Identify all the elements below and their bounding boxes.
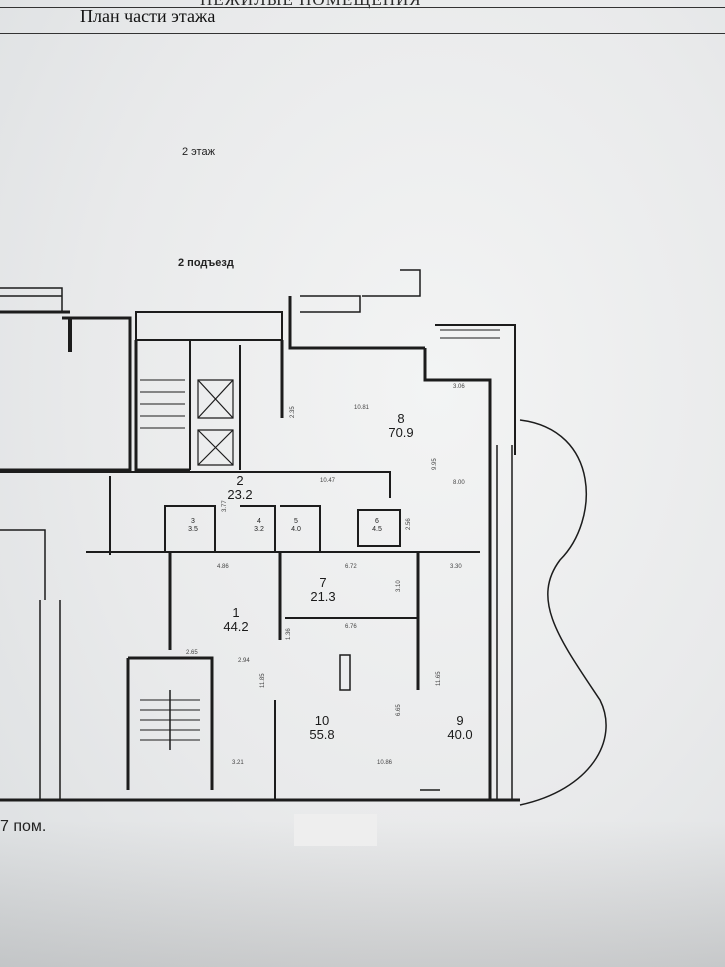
- room-5-number: 5: [294, 518, 298, 525]
- entrance-label: 2 подъезд: [178, 257, 234, 269]
- room-3-number: 3: [191, 518, 195, 525]
- redacted-block: [294, 814, 377, 846]
- room-9-number: 9: [456, 713, 464, 728]
- room-8: 8 70.9: [386, 412, 416, 440]
- dim-label: 6.72: [345, 564, 357, 570]
- room-7: 7 21.3: [305, 576, 341, 604]
- dim-label: 11.65: [436, 671, 442, 686]
- dim-label: 4.86: [217, 564, 229, 570]
- room-2-number: 2: [236, 473, 244, 488]
- dim-label: 8.00: [453, 480, 465, 486]
- room-7-area: 21.3: [310, 589, 336, 604]
- room-1: 1 44.2: [218, 606, 254, 634]
- dim-label: 3.30: [450, 564, 462, 570]
- room-3: 3 3.5: [183, 518, 203, 534]
- floor-label: 2 этаж: [182, 146, 215, 158]
- dim-label: 2.56: [406, 518, 412, 530]
- cut-off-heading: НЕЖИЛЫЕ ПОМЕЩЕНИЯ: [200, 0, 422, 10]
- dim-label: 3.06: [453, 384, 465, 390]
- room-9-area: 40.0: [447, 727, 473, 742]
- dim-label: 3.21: [232, 760, 244, 766]
- dim-label: 2.35: [290, 406, 296, 418]
- dim-label: 10.86: [377, 760, 393, 766]
- room-2-area: 23.2: [227, 487, 253, 502]
- dim-label: 1.36: [286, 628, 292, 640]
- room-6-area: 4.5: [372, 526, 382, 533]
- room-5-area: 4.0: [291, 526, 301, 533]
- title-underline: [0, 33, 725, 34]
- top-rule: [0, 7, 725, 8]
- room-8-area: 70.9: [388, 425, 414, 440]
- room-6-number: 6: [375, 518, 379, 525]
- dim-label: 3.10: [396, 580, 402, 592]
- dim-label: 2.65: [186, 650, 198, 656]
- room-5: 5 4.0: [286, 518, 306, 534]
- dim-label: 9.95: [432, 458, 438, 470]
- room-4-area: 3.2: [254, 526, 264, 533]
- dim-label: 11.85: [260, 673, 266, 688]
- room-10-number: 10: [314, 713, 330, 728]
- dim-label: 10.47: [320, 478, 336, 484]
- dim-label: 3.77: [222, 500, 228, 512]
- premises-count-note: 7 пом.: [0, 818, 47, 835]
- plan-title: План части этажа: [80, 6, 216, 26]
- room-1-number: 1: [232, 605, 240, 620]
- room-10-area: 55.8: [309, 727, 335, 742]
- dim-label: 6.65: [396, 704, 402, 716]
- room-2: 2 23.2: [222, 474, 258, 502]
- dim-label: 10.81: [354, 405, 370, 411]
- room-7-number: 7: [319, 575, 327, 590]
- room-4-number: 4: [257, 518, 261, 525]
- dim-label: 2.94: [238, 658, 250, 664]
- dim-label: 6.76: [345, 624, 357, 630]
- room-1-area: 44.2: [223, 619, 249, 634]
- room-10: 10 55.8: [302, 714, 342, 742]
- room-6: 6 4.5: [367, 518, 387, 534]
- room-4: 4 3.2: [249, 518, 269, 534]
- room-9: 9 40.0: [440, 714, 480, 742]
- room-3-area: 3.5: [188, 526, 198, 533]
- room-8-number: 8: [397, 411, 405, 426]
